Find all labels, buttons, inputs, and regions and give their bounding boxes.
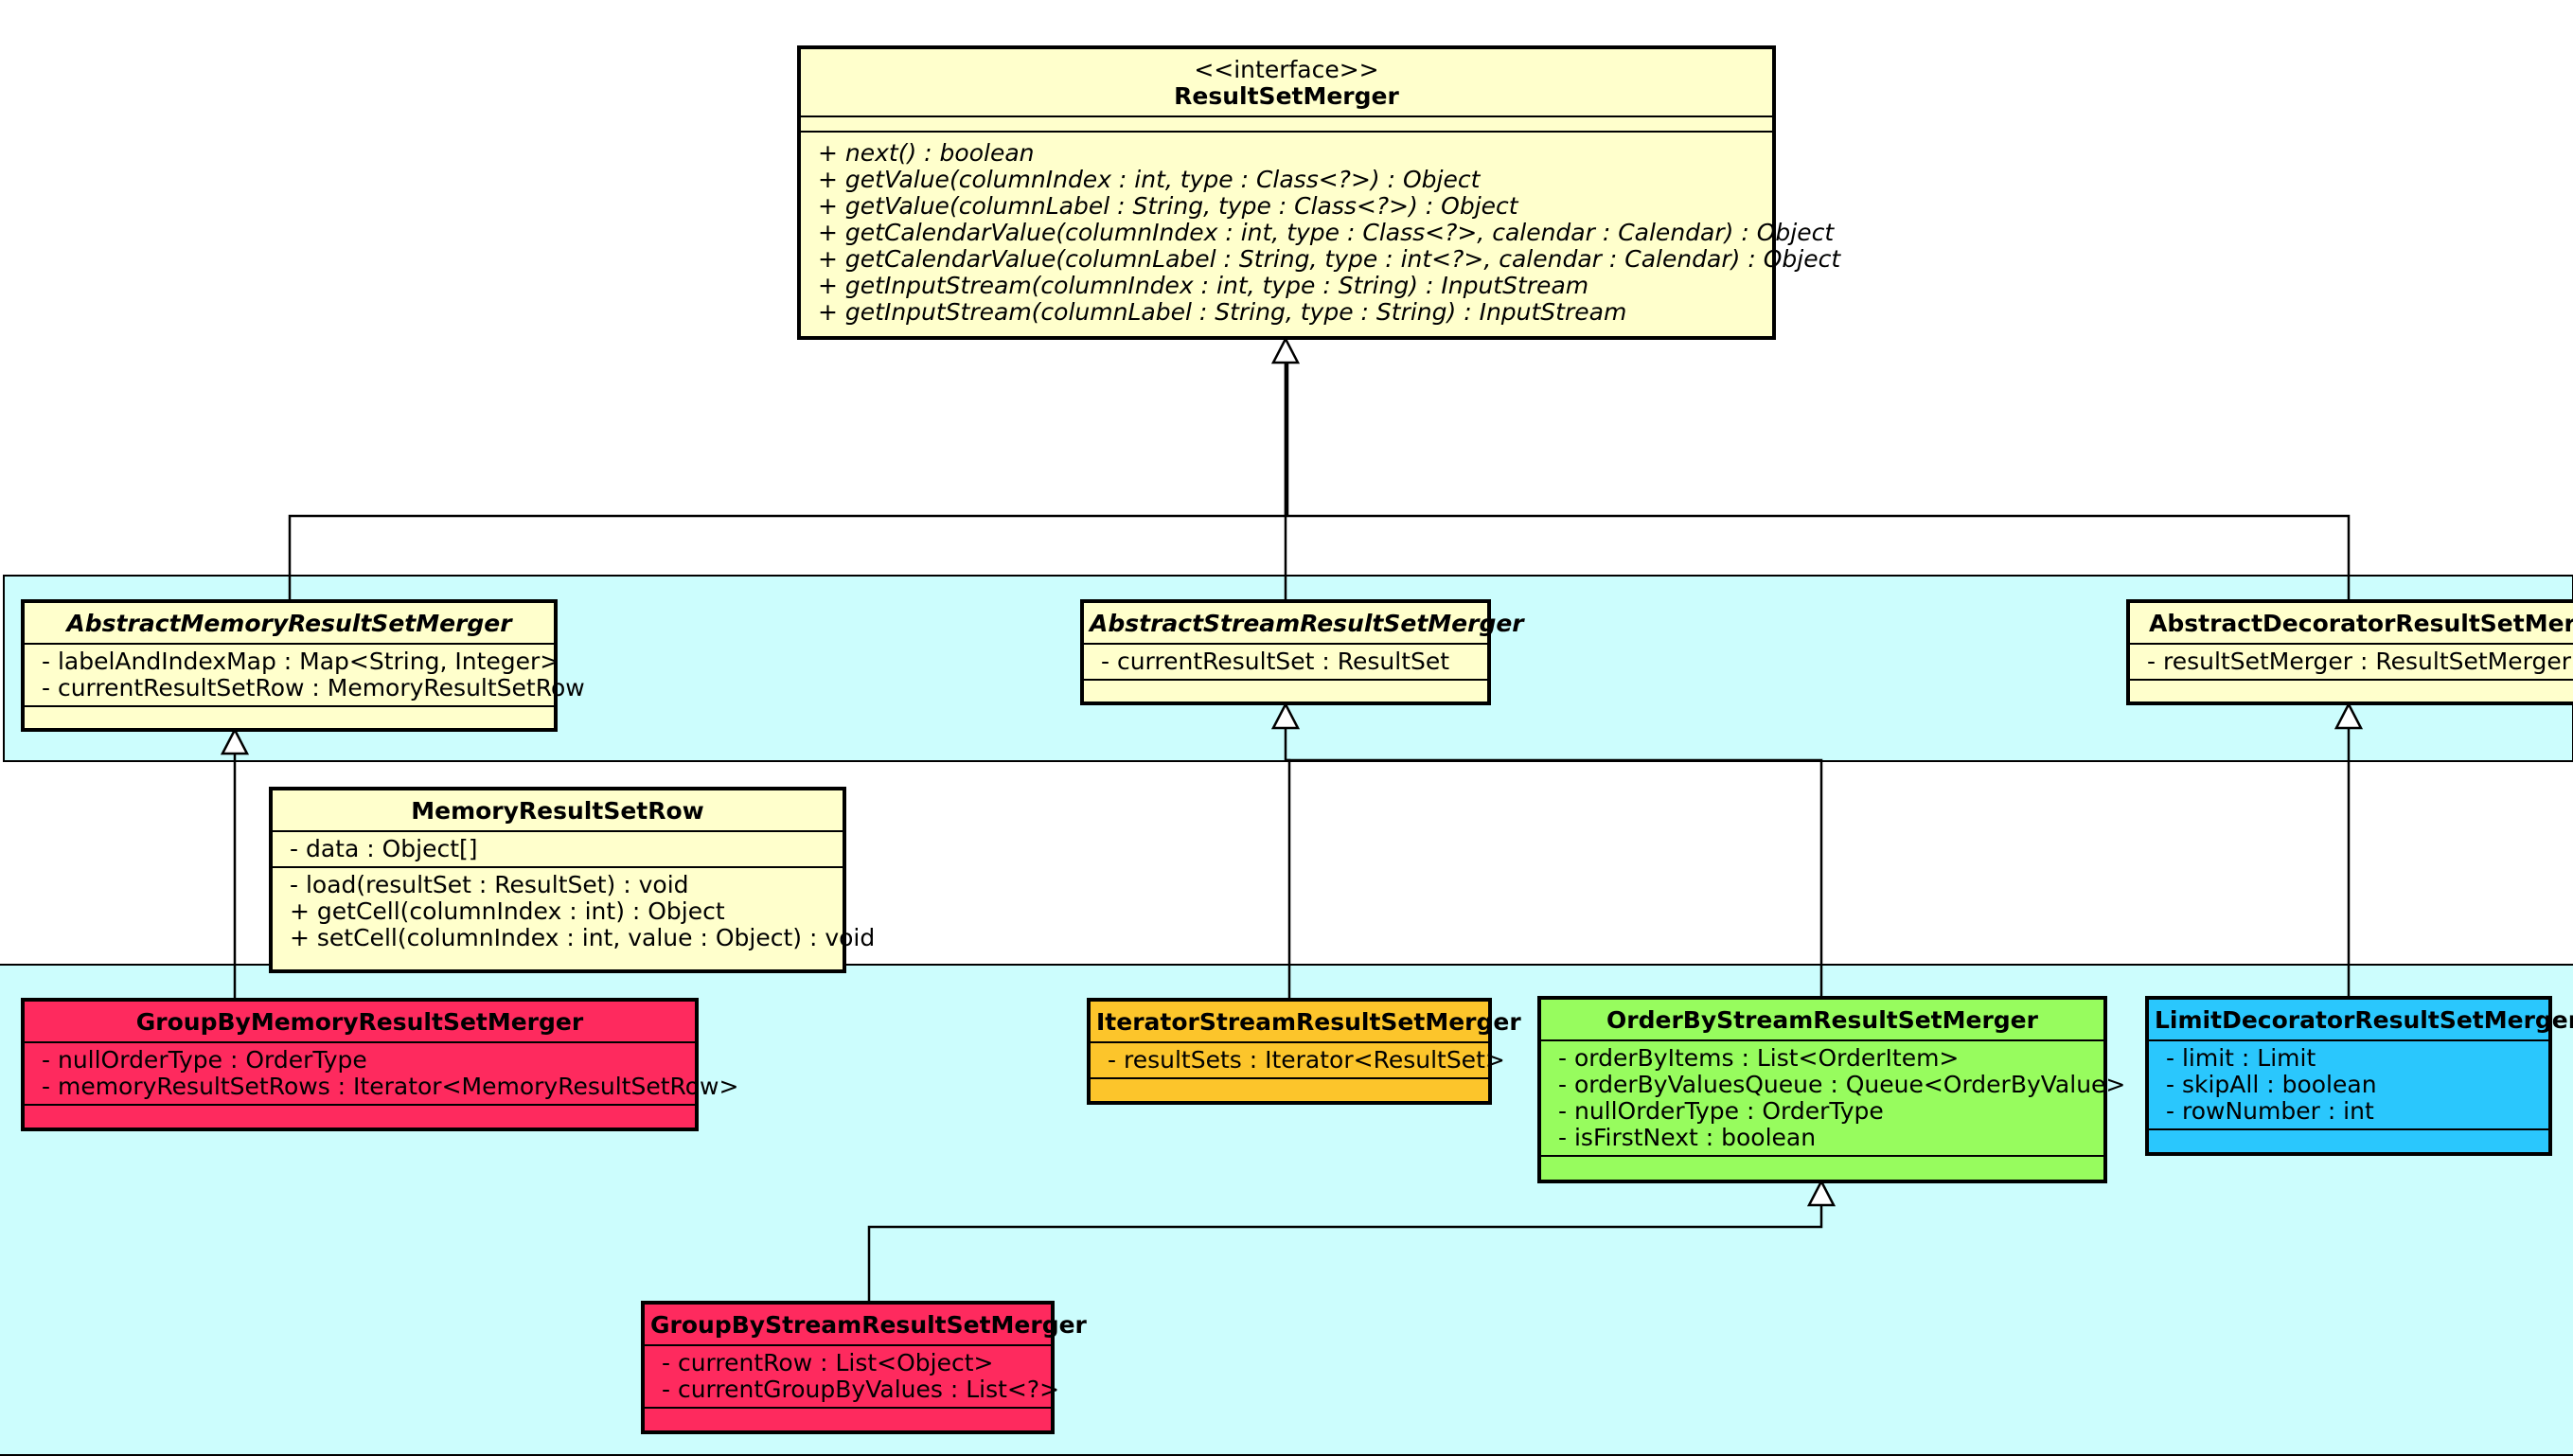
class-header: IteratorStreamResultSetMerger: [1091, 1002, 1521, 1043]
attribute: - labelAndIndexMap : Map<String, Integer…: [42, 648, 560, 675]
class-header: OrderByStreamResultSetMerger: [1541, 1000, 2103, 1041]
method: + getCalendarValue(columnIndex : int, ty…: [818, 219, 1835, 246]
methods-section: + next() : boolean + getValue(columnInde…: [801, 133, 1841, 329]
class-name: AbstractStreamResultSetMerger: [1090, 610, 1524, 637]
class-abstract-decorator-result-set-merger[interactable]: AbstractDecoratorResultSetMerger - resul…: [2126, 599, 2573, 705]
attribute: - nullOrderType : OrderType: [42, 1046, 367, 1074]
class-name: GroupByStreamResultSetMerger: [650, 1311, 1087, 1339]
class-iterator-stream-result-set-merger[interactable]: IteratorStreamResultSetMerger - resultSe…: [1087, 998, 1521, 1105]
class-limit-decorator-result-set-merger[interactable]: LimitDecoratorResultSetMerger - limit : …: [2145, 996, 2573, 1156]
class-header: <<interface>> ResultSetMerger: [801, 49, 1772, 117]
attribute: - isFirstNext : boolean: [1558, 1124, 1817, 1151]
methods-section: [1084, 681, 1487, 694]
attributes-section: - resultSets : Iterator<ResultSet>: [1091, 1043, 1505, 1079]
attributes-section: - currentResultSet : ResultSet: [1084, 645, 1487, 681]
method: + next() : boolean: [818, 139, 1035, 167]
attribute: - currentGroupByValues : List<?>: [662, 1376, 1060, 1403]
methods-section: [1541, 1157, 2103, 1170]
class-name: AbstractDecoratorResultSetMerger: [2149, 610, 2573, 637]
attribute: - rowNumber : int: [2166, 1097, 2374, 1125]
arrowhead-abstract-memory: [220, 727, 250, 755]
method: + getInputStream(columnLabel : String, t…: [818, 298, 1627, 326]
class-header: LimitDecoratorResultSetMerger: [2149, 1000, 2573, 1041]
class-header: AbstractMemoryResultSetMerger: [25, 603, 554, 645]
class-memory-result-set-row[interactable]: MemoryResultSetRow - data : Object[] - l…: [269, 787, 876, 973]
method: - load(resultSet : ResultSet) : void: [290, 871, 689, 898]
class-name: IteratorStreamResultSetMerger: [1096, 1008, 1521, 1036]
methods-section: [645, 1409, 1051, 1422]
attribute: - skipAll : boolean: [2166, 1071, 2377, 1098]
attribute: - orderByItems : List<OrderItem>: [1558, 1044, 1960, 1072]
attribute: - data : Object[]: [290, 835, 478, 862]
class-header: AbstractDecoratorResultSetMerger: [2130, 603, 2573, 645]
attributes-section: - data : Object[]: [273, 832, 843, 868]
attributes-section: - labelAndIndexMap : Map<String, Integer…: [25, 645, 585, 707]
methods-section: [2149, 1130, 2548, 1144]
method: + getValue(columnLabel : String, type : …: [818, 192, 1518, 220]
attribute: - resultSets : Iterator<ResultSet>: [1108, 1046, 1505, 1074]
methods-section: [25, 1106, 695, 1119]
attributes-section: - orderByItems : List<OrderItem> - order…: [1541, 1041, 2126, 1157]
edge-abstract-decorator-to-interface: [1286, 514, 2351, 600]
class-name: LimitDecoratorResultSetMerger: [2155, 1006, 2573, 1034]
attributes-section: - currentRow : List<Object> - currentGro…: [645, 1346, 1060, 1409]
class-name: ResultSetMerger: [1174, 82, 1399, 110]
attributes-section: - resultSetMerger : ResultSetMerger: [2130, 645, 2573, 681]
method: + getInputStream(columnIndex : int, type…: [818, 272, 1589, 299]
attribute: - limit : Limit: [2166, 1044, 2316, 1072]
class-name: AbstractMemoryResultSetMerger: [66, 610, 512, 637]
class-header: GroupByStreamResultSetMerger: [645, 1305, 1087, 1346]
edge-iterator-to-abstract-stream: [1284, 728, 1291, 999]
attributes-section: [801, 117, 1772, 133]
arrowhead-interface: [1270, 336, 1301, 364]
class-name: OrderByStreamResultSetMerger: [1606, 1006, 2038, 1034]
attribute: - memoryResultSetRows : Iterator<MemoryR…: [42, 1073, 739, 1100]
attribute: - currentRow : List<Object>: [662, 1349, 994, 1376]
class-result-set-merger[interactable]: <<interface>> ResultSetMerger + next() :…: [797, 45, 1841, 340]
attributes-section: - limit : Limit - skipAll : boolean - ro…: [2149, 1041, 2548, 1130]
class-orderby-stream-result-set-merger[interactable]: OrderByStreamResultSetMerger - orderByIt…: [1537, 996, 2126, 1183]
attributes-section: - nullOrderType : OrderType - memoryResu…: [25, 1043, 739, 1106]
class-groupby-memory-result-set-merger[interactable]: GroupByMemoryResultSetMerger - nullOrder…: [21, 998, 739, 1131]
class-header: AbstractStreamResultSetMerger: [1084, 603, 1524, 645]
method: + getCalendarValue(columnLabel : String,…: [818, 245, 1841, 273]
class-header: MemoryResultSetRow: [273, 790, 843, 832]
attribute: - orderByValuesQueue : Queue<OrderByValu…: [1558, 1071, 2126, 1098]
method: + getCell(columnIndex : int) : Object: [290, 897, 725, 925]
method: + setCell(columnIndex : int, value : Obj…: [290, 924, 876, 951]
methods-section: [25, 707, 554, 720]
class-groupby-stream-result-set-merger[interactable]: GroupByStreamResultSetMerger - currentRo…: [641, 1301, 1087, 1434]
class-name: GroupByMemoryResultSetMerger: [135, 1008, 584, 1036]
edge-groupby-stream-to-orderby: [867, 1205, 1823, 1302]
methods-section: - load(resultSet : ResultSet) : void + g…: [273, 868, 876, 955]
method: + getValue(columnIndex : int, type : Cla…: [818, 166, 1481, 193]
stereotype-label: <<interface>>: [1194, 56, 1379, 83]
methods-section: [1091, 1079, 1488, 1092]
class-name: MemoryResultSetRow: [411, 797, 704, 825]
arrowhead-abstract-stream: [1270, 701, 1301, 730]
class-header: GroupByMemoryResultSetMerger: [25, 1002, 695, 1043]
class-abstract-memory-result-set-merger[interactable]: AbstractMemoryResultSetMerger - labelAnd…: [21, 599, 585, 732]
attribute: - currentResultSetRow : MemoryResultSetR…: [42, 674, 585, 701]
methods-section: [2130, 681, 2573, 694]
attribute: - nullOrderType : OrderType: [1558, 1097, 1884, 1125]
edge-orderby-to-abstract-stream: [1286, 758, 1823, 997]
attribute: - currentResultSet : ResultSet: [1101, 648, 1450, 675]
class-abstract-stream-result-set-merger[interactable]: AbstractStreamResultSetMerger - currentR…: [1080, 599, 1524, 705]
arrowhead-orderby: [1806, 1179, 1837, 1207]
arrowhead-abstract-decorator: [2333, 701, 2364, 730]
attribute: - resultSetMerger : ResultSetMerger: [2147, 648, 2571, 675]
edge-abstract-memory-to-interface: [288, 363, 1287, 600]
